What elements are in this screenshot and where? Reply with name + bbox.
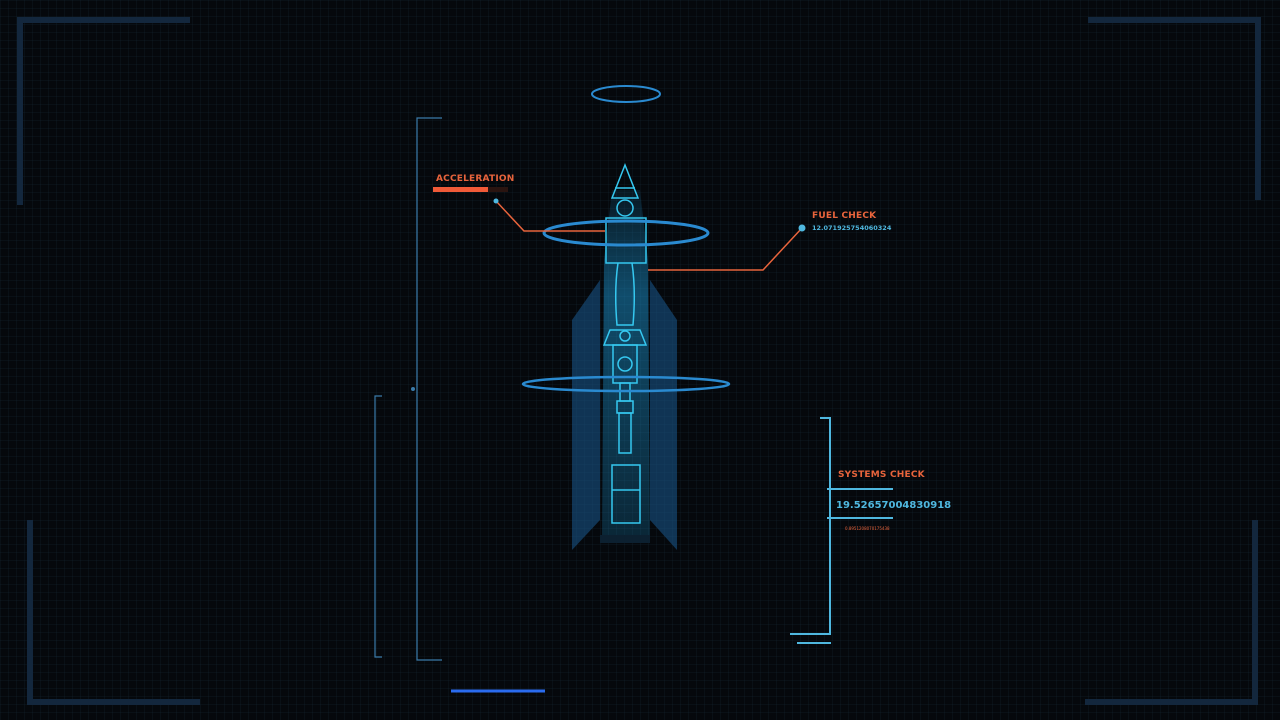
acceleration-label: ACCELERATION: [436, 174, 515, 184]
systems-check-value: 19.52657004830918: [836, 500, 952, 511]
fuel-check-value: 12.071925754060324: [812, 224, 892, 232]
acceleration-bar-fill: [433, 187, 488, 192]
systems-check-label: SYSTEMS CHECK: [838, 470, 925, 480]
rocket-hologram: [572, 162, 677, 550]
systems-check-sub-value: 0.8951208070175438: [845, 526, 890, 531]
acceleration-bar: [433, 187, 508, 192]
right-bracket: [790, 417, 893, 644]
corner-frames: [17, 17, 1261, 705]
fuel-check-label: FUEL CHECK: [812, 211, 877, 221]
left-brackets: [374, 117, 442, 661]
